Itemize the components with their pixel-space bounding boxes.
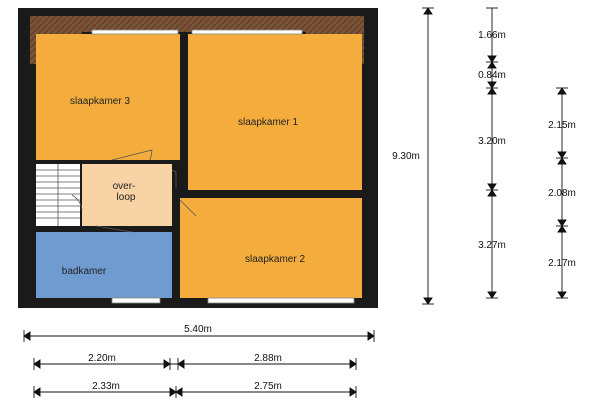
label-slaapkamer-3: slaapkamer 3 <box>70 96 130 107</box>
dim-row1-a: 2.20m <box>88 353 116 364</box>
label-overloop-2: loop <box>117 192 136 203</box>
room-overloop <box>82 164 172 226</box>
dim-col1-c: 3.20m <box>478 136 506 147</box>
dim-total-width-label: 5.40m <box>184 324 212 335</box>
dim-col2 <box>556 87 568 299</box>
room-slaapkamer-1 <box>188 34 362 190</box>
dim-row2-b: 2.75m <box>254 381 282 392</box>
label-slaapkamer-1: slaapkamer 1 <box>238 117 298 128</box>
room-slaapkamer-2 <box>180 198 362 298</box>
dim-col2-a: 2.15m <box>548 120 576 131</box>
label-slaapkamer-2: slaapkamer 2 <box>245 254 305 265</box>
dim-row2 <box>33 386 357 398</box>
stair-steps <box>36 164 80 226</box>
dim-total-height-label: 9.30m <box>392 151 420 162</box>
dim-total-height <box>422 7 434 305</box>
dim-col1-a: 1.66m <box>478 30 506 41</box>
dim-row1 <box>33 358 357 370</box>
dim-col1-b: 0.84m <box>478 70 506 81</box>
dim-total-width <box>23 330 375 342</box>
label-badkamer: badkamer <box>62 266 107 277</box>
room-badkamer <box>36 232 172 298</box>
dim-row1-b: 2.88m <box>254 353 282 364</box>
roof-top <box>82 16 306 32</box>
room-slaapkamer-3 <box>36 34 180 160</box>
dim-col1 <box>486 7 498 299</box>
dim-col2-c: 2.17m <box>548 258 576 269</box>
dim-col2-b: 2.08m <box>548 188 576 199</box>
label-overloop-1: over- <box>113 181 136 192</box>
dim-col1-d: 3.27m <box>478 240 506 251</box>
dim-row2-a: 2.33m <box>92 381 120 392</box>
windows <box>91 29 355 304</box>
doors <box>71 149 197 233</box>
